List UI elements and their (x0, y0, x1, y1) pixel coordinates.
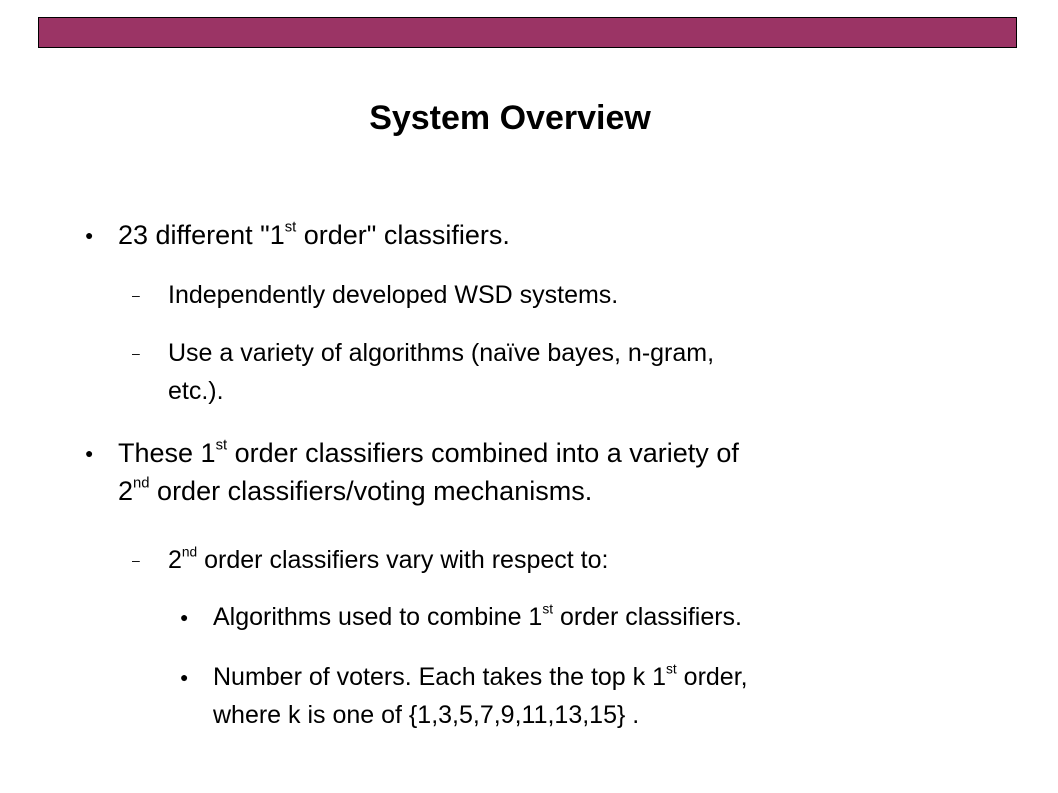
sub-bullet-second-order-vary: –2nd order classifiers vary with respect… (132, 541, 608, 579)
slide-title: System Overview (369, 99, 651, 137)
bullet-first-order-classifiers: ●23 different "1st order" classifiers. (85, 216, 510, 254)
sub-bullet-independent-systems: –Independently developed WSD systems. (132, 276, 618, 314)
title-band (38, 17, 1017, 48)
sub-sub-bullet-algorithms-used: ●Algorithms used to combine 1st order cl… (180, 598, 742, 636)
bullet-combined-classifiers: ●These 1st order classifiers combined in… (85, 434, 739, 510)
bullet-dot-icon: ● (85, 227, 94, 243)
bullet-dash-icon: – (132, 287, 140, 303)
bullet-dot-icon: ● (85, 445, 94, 461)
bullet-dash-icon: – (132, 552, 140, 568)
sub-sub-bullet-number-of-voters: ●Number of voters. Each takes the top k … (180, 658, 748, 734)
bullet-dash-icon: – (132, 345, 140, 361)
bullet-dot-icon: ● (180, 609, 189, 625)
bullet-dot-icon: ● (180, 669, 189, 685)
sub-bullet-algorithms: –Use a variety of algorithms (naïve baye… (132, 334, 714, 410)
